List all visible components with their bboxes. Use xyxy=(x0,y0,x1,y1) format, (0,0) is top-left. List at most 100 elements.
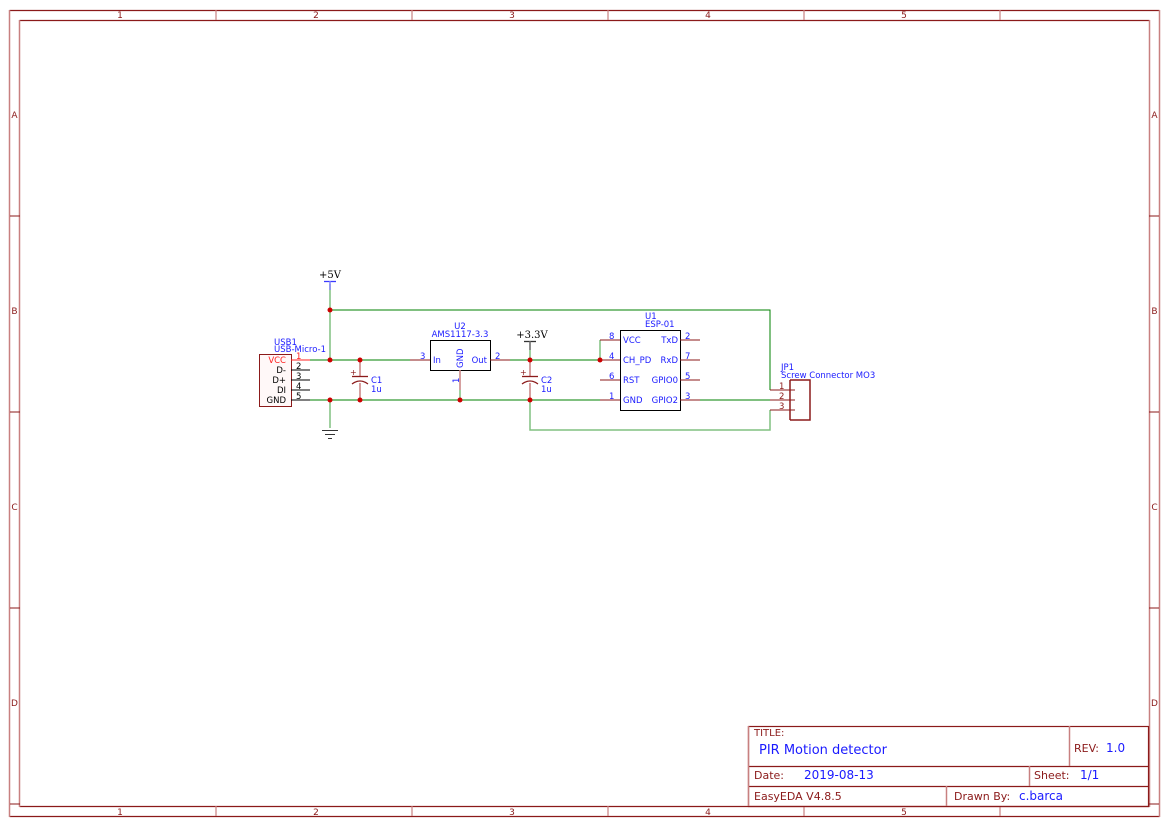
u1-pin-name: GND xyxy=(623,396,643,406)
column-label: 3 xyxy=(509,11,515,21)
jp1-pin-number: 2 xyxy=(779,392,784,402)
column-label: 1 xyxy=(117,808,123,818)
usb1-pin-number: 2 xyxy=(296,362,301,372)
u1-pin-name: RxD xyxy=(661,356,679,366)
part-jp1[interactable]: JP1 Screw Connector MO3 1 2 3 xyxy=(770,363,875,421)
row-label: A xyxy=(11,111,18,121)
u1-pin-name: VCC xyxy=(623,336,641,346)
part-c1[interactable]: + C1 1u xyxy=(350,360,382,400)
svg-text:+: + xyxy=(350,368,357,377)
u1-pin-number: 2 xyxy=(685,332,690,342)
junction-dot xyxy=(357,397,363,403)
column-label: 5 xyxy=(901,808,907,818)
u1-pin-number: 3 xyxy=(685,392,690,402)
junction-dot xyxy=(327,307,333,313)
u1-pin-number: 4 xyxy=(609,352,614,362)
column-label: 2 xyxy=(313,808,319,818)
column-label: 5 xyxy=(901,11,907,21)
power-5v-label: +5V xyxy=(319,270,342,281)
usb1-pin-number: 5 xyxy=(296,392,301,402)
usb1-designator: USB1 xyxy=(274,338,297,348)
u1-pin-name: GPIO0 xyxy=(652,376,678,386)
power-3v3-label: +3.3V xyxy=(516,330,548,341)
jp1-pin-number: 3 xyxy=(779,402,784,412)
usb1-value: USB-Micro-1 xyxy=(274,345,326,355)
u2-pin-out-number: 2 xyxy=(495,352,500,362)
usb1-pin-name: DI xyxy=(277,386,286,396)
row-label: C xyxy=(1151,503,1157,513)
row-label: D xyxy=(1151,699,1158,709)
u2-pin-out-name: Out xyxy=(472,356,488,366)
usb1-pin-name: D- xyxy=(276,366,286,376)
junction-dot xyxy=(597,357,603,363)
row-label: B xyxy=(1151,307,1157,317)
usb1-pin-name: GND xyxy=(267,396,287,406)
rev-value: 1.0 xyxy=(1106,741,1126,755)
u2-designator: U2 xyxy=(454,322,466,332)
column-label: 2 xyxy=(313,11,319,21)
sheet-label: Sheet: xyxy=(1034,769,1070,782)
part-c2[interactable]: + C2 1u xyxy=(520,360,552,400)
junction-dot xyxy=(527,397,533,403)
title-value: PIR Motion detector xyxy=(759,743,887,758)
part-usb1[interactable]: USB1 USB-Micro-1 VCC D- D+ DI GND 1 2 3 … xyxy=(259,338,327,407)
u2-pin-in-number: 3 xyxy=(420,352,425,362)
ground-icon xyxy=(322,430,338,439)
u1-pin-number: 5 xyxy=(685,372,690,382)
u1-pin-name: CH_PD xyxy=(623,356,652,366)
jp1-value: Screw Connector MO3 xyxy=(781,371,875,381)
usb1-pin-number: 3 xyxy=(296,372,301,382)
u1-pin-number: 1 xyxy=(609,392,614,402)
part-u2[interactable]: U2 AMS1117-3.3 In Out GND 3 2 1 xyxy=(410,322,510,390)
c2-value: 1u xyxy=(541,385,552,395)
u1-pin-number: 7 xyxy=(685,352,690,362)
date-value: 2019-08-13 xyxy=(804,768,874,782)
wire-gnd-to-jp1[interactable] xyxy=(529,400,771,431)
column-label: 4 xyxy=(705,808,711,818)
c2-designator: C2 xyxy=(541,376,552,386)
date-label: Date: xyxy=(754,769,784,782)
u2-pin-in-name: In xyxy=(433,356,441,366)
u1-pin-name: RST xyxy=(623,376,640,386)
u1-pin-name: TxD xyxy=(660,336,678,346)
drawn-by-value: c.barca xyxy=(1019,789,1064,803)
u1-pin-name: GPIO2 xyxy=(652,396,678,406)
junction-dot xyxy=(327,357,333,363)
sheet-value: 1/1 xyxy=(1080,768,1100,782)
c1-designator: C1 xyxy=(371,376,382,386)
wires xyxy=(310,284,771,431)
u1-designator: U1 xyxy=(645,312,657,322)
u2-pin-gnd-name: GND xyxy=(456,348,466,368)
u2-value: AMS1117-3.3 xyxy=(432,330,489,340)
column-label: 3 xyxy=(509,808,515,818)
software-version: EasyEDA V4.8.5 xyxy=(754,790,842,803)
junction-dot xyxy=(457,397,463,403)
u1-value: ESP-01 xyxy=(645,320,675,330)
usb1-pin-number: 4 xyxy=(296,382,301,392)
u2-pin-gnd-number: 1 xyxy=(452,378,462,383)
drawn-by-label: Drawn By: xyxy=(954,790,1011,803)
usb1-pin-name: VCC xyxy=(268,356,286,366)
wire-5v-to-jp1[interactable] xyxy=(330,309,771,390)
title-block xyxy=(747,725,1150,808)
junctions xyxy=(327,307,603,403)
row-label: A xyxy=(1151,111,1158,121)
junction-dot xyxy=(357,357,363,363)
junction-dot xyxy=(527,357,533,363)
part-u1[interactable]: U1 ESP-01 VCC CH_PD RST GND TxD RxD GPIO… xyxy=(600,312,700,411)
column-label: 1 xyxy=(117,11,123,21)
svg-text:+: + xyxy=(520,368,527,377)
usb1-pin-name: D+ xyxy=(272,376,286,386)
power-5v-symbol: +5V xyxy=(319,270,342,290)
title-label: TITLE: xyxy=(754,728,785,739)
jp1-pin-number: 1 xyxy=(779,382,784,392)
row-label: D xyxy=(11,699,18,709)
sheet-frame: 1 2 3 4 5 1 2 3 4 5 A B C D A B C D xyxy=(8,9,1161,818)
u1-pin-number: 8 xyxy=(609,332,614,342)
row-label: B xyxy=(11,307,17,317)
row-label: C xyxy=(11,503,17,513)
jp1-designator: JP1 xyxy=(780,363,794,373)
rev-label: REV: xyxy=(1074,742,1099,755)
power-3v3-symbol: +3.3V xyxy=(516,330,549,360)
